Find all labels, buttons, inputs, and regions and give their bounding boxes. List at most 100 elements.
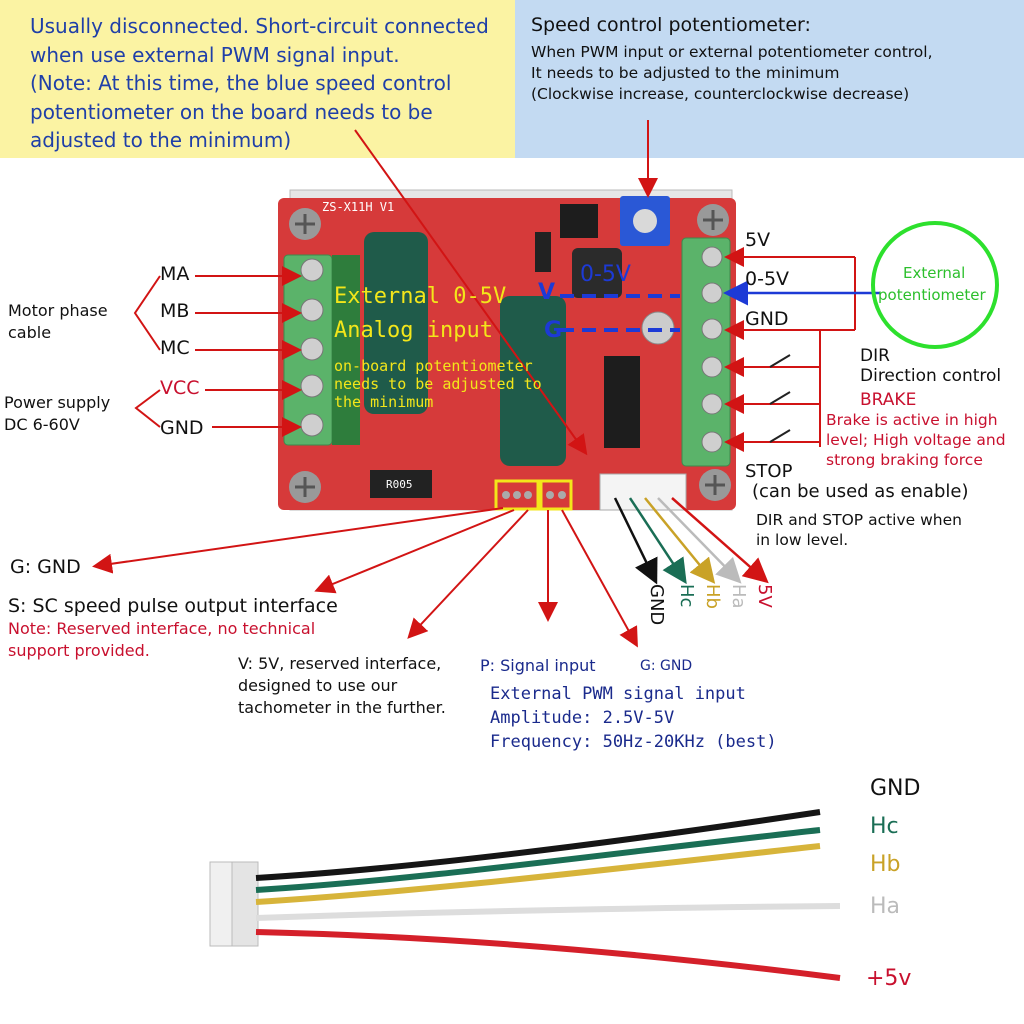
top-right-note-line: (Clockwise increase, counterclockwise de… [531,85,910,103]
top-left-note-line: adjusted to the minimum) [30,128,292,152]
power-supply-line: DC 6-60V [4,415,80,434]
switch-part [535,232,551,272]
pwm-spec: External PWM signal input Amplitude: 2.5… [490,682,777,754]
top-left-note-line: when use external PWM signal input. [30,42,400,67]
hall-hb: Hb [702,584,723,609]
cable-5v: +5v [866,966,912,991]
capacitor-mid [500,296,566,466]
v-label-line: designed to use our [238,676,398,695]
top-right-note-box [515,0,1024,158]
brake-desc-line: Brake is active in high [826,411,998,429]
overlay-note-line: on-board potentiometer [334,357,533,375]
reserved-note-line: Note: Reserved interface, no technical [8,619,316,638]
label-vcc: VCC [160,377,200,399]
label-g-gnd2: G: GND [640,658,693,674]
pwm-spec-line: Amplitude: 2.5V-5V [490,708,675,728]
cable-gnd: GND [870,776,921,801]
motor-phase-line: cable [8,323,52,342]
pin-g: G [544,318,563,343]
speed-pot-title: Speed control potentiometer: [531,14,811,36]
active-low-note: DIR and STOP active when in low level. [756,510,962,550]
top-left-note-line: (Note: At this time, the blue speed cont… [30,71,452,95]
brake-desc-line: level; High voltage and [826,431,1006,449]
wire-yellow [255,843,821,905]
cable-ha: Ha [870,894,901,919]
brake-desc-line: strong braking force [826,451,983,469]
label-ma: MA [160,263,190,285]
active-low-line: DIR and STOP active when [756,511,962,529]
screw-icon [699,469,731,501]
v-label-line: tachometer in the further. [238,698,446,717]
pwm-spec-line: Frequency: 50Hz-20KHz (best) [490,732,777,752]
right-terminal-screws [701,246,723,453]
reserved-note-line: support provided. [8,641,150,660]
hall-hc: Hc [676,584,697,608]
cable-hb: Hb [870,852,901,877]
label-mb: MB [160,300,190,322]
hall-5v: 5V [754,584,775,608]
pwm-spec-line: External PWM signal input [490,684,746,704]
v-label: V: 5V, reserved interface, designed to u… [238,653,446,719]
wire-green [255,827,821,893]
header-gsv [494,479,540,511]
board-model: ZS-X11H V1 [322,200,395,214]
external-pot-label: External [903,262,965,284]
top-right-note-line: When PWM input or external potentiometer… [531,43,933,61]
label-s-sc: S: SC speed pulse output interface [8,595,338,617]
label-dir-desc: Direction control [860,366,1002,386]
top-left-note: Usually disconnected. Short-circuit conn… [30,12,489,155]
label-p-signal: P: Signal input [480,656,596,675]
resistor [370,470,432,498]
wire-white [255,903,841,921]
overlay-title-2: Analog input [334,318,493,343]
label-5v: 5V [745,229,771,251]
left-terminal-screws [300,258,324,437]
left-terminal-back [332,255,360,445]
label-gnd-left: GND [160,417,204,439]
label-g-gnd: G: GND [10,556,81,578]
label-stop: STOP [745,461,793,482]
top-right-note-line: It needs to be adjusted to the minimum [531,64,840,82]
chip-main [604,356,640,448]
brake-desc: Brake is active in high level; High volt… [826,410,1006,470]
label-stop-desc: (can be used as enable) [752,481,969,502]
cable-hc: Hc [870,814,899,839]
right-terminal-block [681,237,731,467]
label-mc: MC [160,337,190,359]
v-label-line: V: 5V, reserved interface, [238,654,442,673]
external-potentiometer-circle [871,221,999,349]
external-pot-line: External [903,264,966,282]
motor-phase-line: Motor phase [8,301,108,320]
screw-icon [289,471,321,503]
chip-top [560,204,598,238]
power-supply-line: Power supply [4,393,111,412]
screw-icon [697,204,729,236]
pin-v: V [538,280,556,305]
top-left-note-box [0,0,515,158]
inductor [572,248,622,298]
top-left-note-line: potentiometer on the board needs to be [30,99,433,124]
label-brake: BRAKE [860,390,917,410]
hall-ha: Ha [728,584,749,609]
label-dir: DIR [860,346,890,366]
screw-icon [289,208,321,240]
top-right-note: When PWM input or external potentiometer… [531,42,933,105]
power-supply-label: Power supply DC 6-60V [4,392,110,436]
reserved-note: Note: Reserved interface, no technical s… [8,618,315,662]
active-low-line: in low level. [756,531,849,549]
hall-connector [599,473,687,511]
overlay-note: on-board potentiometer needs to be adjus… [334,357,542,411]
header-pg [539,479,573,511]
label-05v: 0-5V [745,268,790,290]
wire-red [255,929,841,981]
external-pot-line: potentiometer [878,286,986,304]
capacitor-left [364,232,428,414]
hall-gnd: GND [646,584,667,626]
pin-05v: 0-5V [580,262,631,287]
wire-black [255,809,821,881]
overlay-note-line: the minimum [334,393,434,411]
overlay-note-line: needs to be adjusted to [334,375,542,393]
resistor-label: R005 [386,478,413,491]
switches [769,354,791,443]
